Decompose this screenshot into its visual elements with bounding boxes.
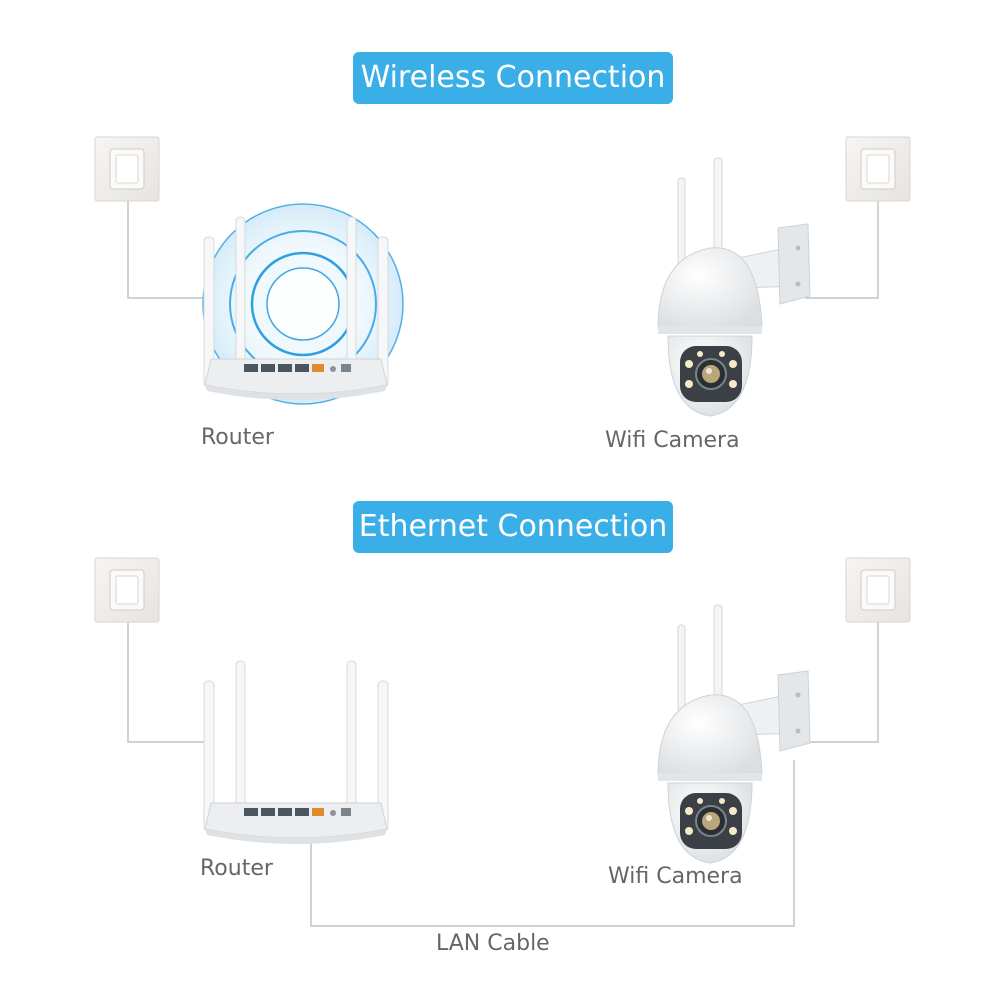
wireless-connection-banner: Wireless Connection [353,52,673,104]
wireless-left-wall-socket [94,136,160,202]
wireless-camera-label: Wifi Camera [605,428,740,453]
ethernet-camera-label: Wifi Camera [608,864,743,889]
wireless-router-label: Router [201,425,274,450]
ethernet-wifi-camera [657,604,811,864]
lan-cable-label: LAN Cable [436,931,550,956]
ethernet-right-wall-socket [845,557,911,623]
wireless-right-wall-socket [845,136,911,202]
ethernet-power-wires [127,622,879,743]
ethernet-router [203,660,389,845]
ethernet-left-wall-socket [94,557,160,623]
lan-cable [310,760,795,927]
ethernet-router-label: Router [200,856,273,881]
wireless-wifi-camera [657,157,811,417]
ethernet-connection-banner: Ethernet Connection [353,501,673,553]
wireless-power-wires [127,200,879,299]
